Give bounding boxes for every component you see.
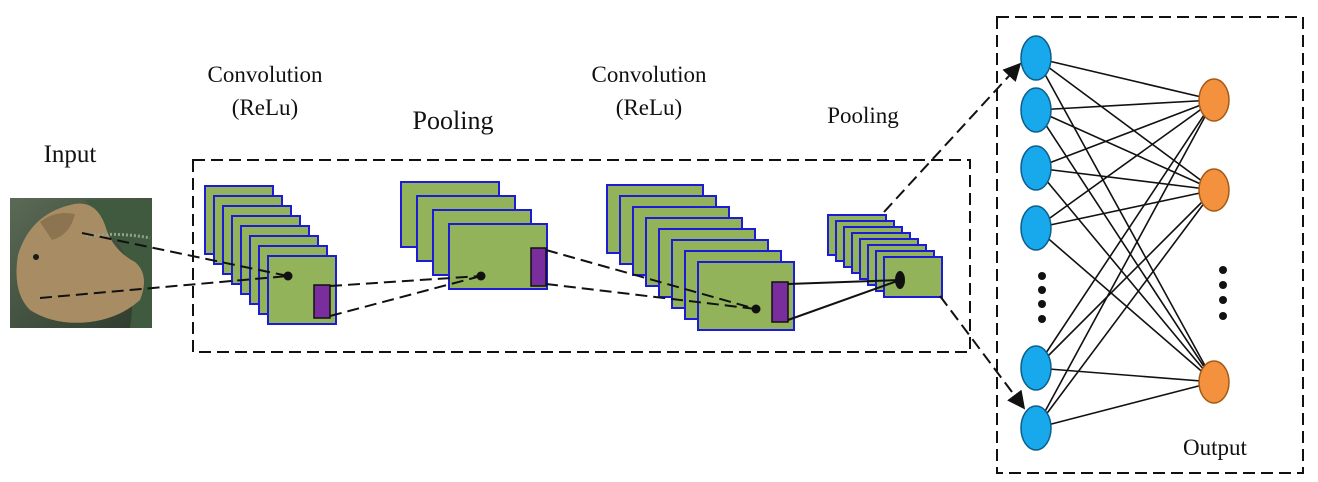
conv2-label-line1: Convolution [591, 62, 707, 87]
hidden-node-4 [1020, 205, 1052, 251]
hidden-node-5 [1020, 345, 1052, 391]
output-ellipsis [1219, 266, 1227, 320]
kernel-conv1 [313, 284, 331, 319]
input-label: Input [44, 141, 97, 168]
edge-h6-o2 [1035, 189, 1215, 429]
edge-h3-o1 [1035, 99, 1215, 169]
input-image [10, 198, 152, 328]
edge-h4-o2 [1035, 189, 1215, 229]
edge-h1-o1 [1035, 57, 1215, 101]
output-label: Output [1183, 435, 1248, 460]
pool2-connection-lines [787, 279, 901, 321]
edge-h3-o3 [1035, 167, 1215, 383]
output-node-1 [1198, 78, 1230, 122]
flatten-arrow-top [883, 62, 1022, 213]
pool1-feature-maps [400, 181, 548, 290]
conv1-label-line2: (ReLu) [232, 95, 298, 120]
edge-h2-o2 [1035, 109, 1215, 191]
pool1-label: Pooling [413, 106, 494, 135]
hidden-layer-nodes [1020, 35, 1052, 451]
edge-h4-o1 [1035, 99, 1215, 229]
conv1-feature-maps [204, 185, 337, 325]
fully-connected-box [996, 16, 1304, 474]
conv1-label-line1: Convolution [207, 62, 323, 87]
conv2-feature-maps [606, 184, 795, 331]
edge-h2-o1 [1035, 99, 1215, 111]
output-node-3 [1198, 360, 1230, 404]
edge-h3-o2 [1035, 167, 1215, 191]
edge-h5-o3 [1035, 367, 1215, 383]
edge-h5-o1 [1035, 99, 1215, 369]
flatten-arrow-bottom [939, 295, 1026, 410]
edge-h6-o3 [1035, 381, 1215, 429]
hidden-node-2 [1020, 87, 1052, 133]
hidden-node-6 [1020, 405, 1052, 451]
edge-h6-o1 [1035, 99, 1215, 429]
pool2-map-8 [883, 256, 943, 298]
hidden-node-1 [1020, 35, 1052, 81]
edge-h2-o3 [1035, 109, 1215, 383]
kernel-conv2 [771, 281, 789, 323]
pool2-label: Pooling [827, 103, 899, 128]
conv2-label-line2: (ReLu) [616, 95, 682, 120]
pool2-feature-maps [827, 214, 943, 298]
edge-h5-o2 [1035, 189, 1215, 369]
kernel-pool1 [530, 247, 547, 287]
output-node-2 [1198, 168, 1230, 212]
output-layer-nodes [1198, 78, 1230, 404]
hidden-ellipsis [1038, 272, 1046, 323]
projection-lines [39, 232, 757, 317]
point-conv1 [283, 271, 293, 281]
edge-h1-o2 [1035, 57, 1215, 191]
fully-connected-edges [1035, 57, 1215, 429]
hidden-node-3 [1020, 145, 1052, 191]
edge-h1-o3 [1035, 57, 1215, 383]
edge-h4-o3 [1035, 227, 1215, 383]
